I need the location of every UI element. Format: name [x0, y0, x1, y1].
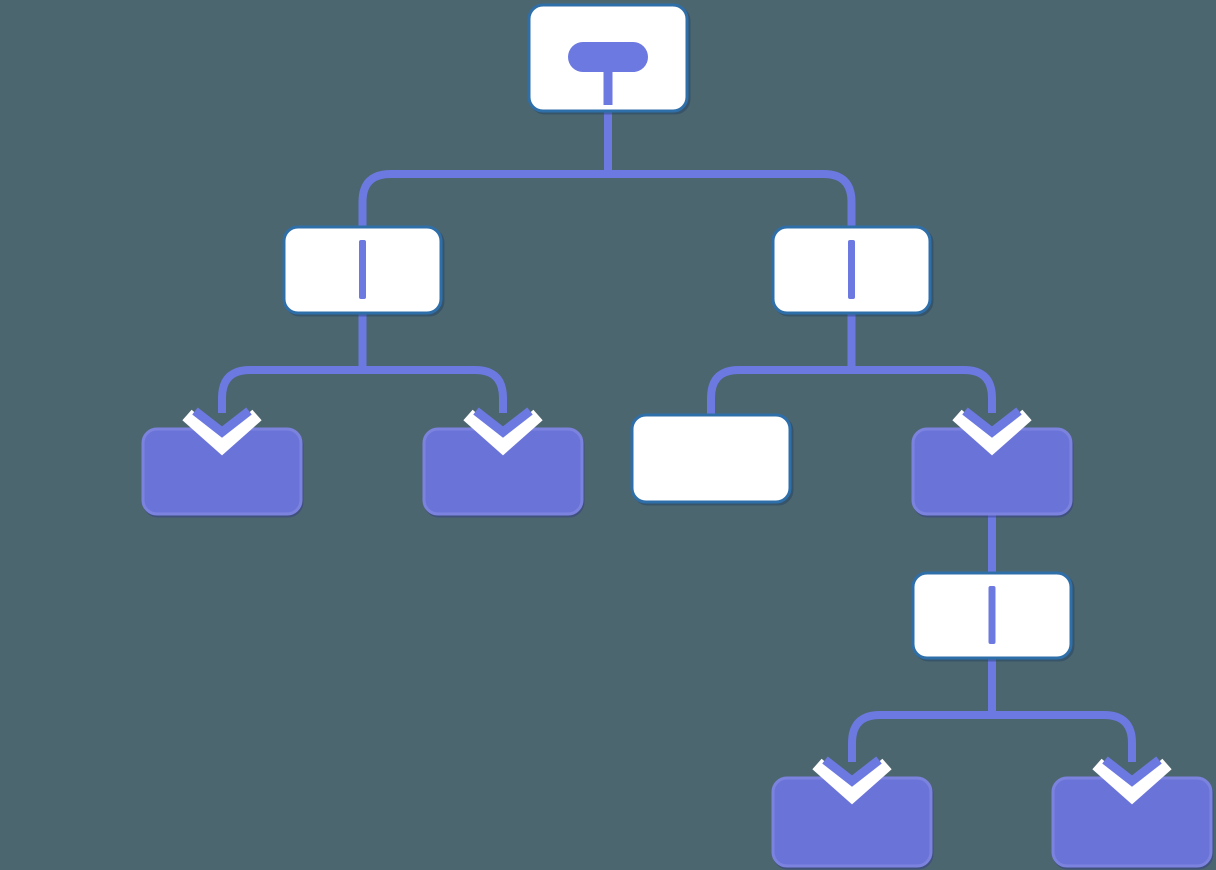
chevron-white-icon [1092, 758, 1172, 805]
arrowhead-double-chevron-icon [1092, 756, 1172, 805]
node-layer [141, 3, 1213, 868]
node-leaf-white [630, 413, 792, 504]
node-branch-right [771, 225, 932, 315]
node-subtree-branch [911, 571, 1073, 660]
connector-rail [848, 711, 1136, 762]
arrowhead-double-chevron-icon [182, 407, 262, 456]
root-pill-stem [603, 70, 613, 105]
connector-rail [358, 170, 856, 227]
node-leaf-white-box [630, 413, 792, 504]
divider-bar-glyph [848, 240, 855, 299]
divider-bar-glyph [988, 586, 996, 644]
arrowhead-double-chevron-icon [952, 407, 1032, 456]
chevron-purple-icon [192, 407, 252, 438]
arrowhead-layer [182, 407, 1172, 805]
chevron-purple-icon [1102, 756, 1162, 787]
node-root [527, 3, 689, 113]
connector-rail [707, 366, 996, 415]
chevron-white-icon [182, 409, 262, 456]
chevron-white-icon [952, 409, 1032, 456]
chevron-purple-icon [962, 407, 1022, 438]
chevron-purple-icon [473, 407, 533, 438]
divider-bar-glyph [359, 240, 366, 299]
arrowhead-double-chevron-icon [463, 407, 543, 456]
chevron-white-icon [463, 409, 543, 456]
connector-rail [218, 366, 507, 413]
node-branch-left [282, 225, 443, 315]
chevron-purple-icon [822, 756, 882, 787]
connector-layer [218, 111, 1136, 762]
arrowhead-double-chevron-icon [812, 756, 892, 805]
chevron-white-icon [812, 758, 892, 805]
root-pill-glyph [568, 42, 648, 72]
